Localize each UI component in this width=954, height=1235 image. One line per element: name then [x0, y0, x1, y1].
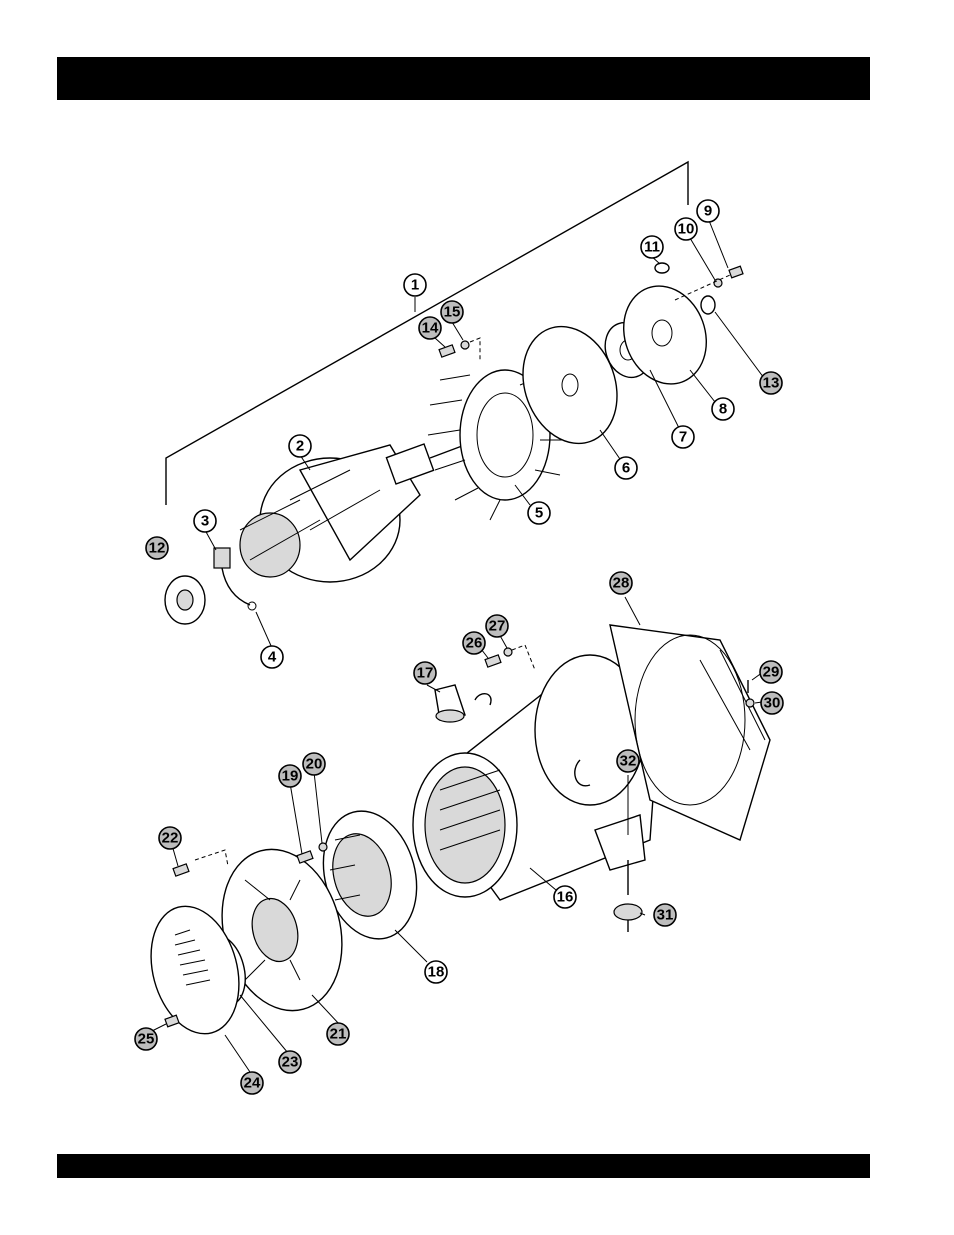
callout-23: 23 [279, 1051, 301, 1073]
callout-29: 29 [760, 661, 782, 683]
svg-text:18: 18 [428, 964, 445, 981]
svg-text:22: 22 [162, 830, 179, 847]
svg-text:31: 31 [657, 907, 674, 924]
svg-text:14: 14 [422, 320, 439, 337]
rotor-armature [240, 444, 462, 582]
svg-text:29: 29 [763, 664, 780, 681]
callout-3: 3 [194, 510, 216, 532]
callout-20: 20 [303, 753, 325, 775]
svg-text:26: 26 [466, 635, 483, 652]
svg-text:8: 8 [719, 401, 727, 418]
callout-31: 31 [654, 904, 676, 926]
bearing [165, 576, 205, 624]
svg-text:7: 7 [679, 429, 687, 446]
svg-text:5: 5 [535, 505, 543, 522]
callout-13: 13 [760, 372, 782, 394]
callout-17: 17 [414, 662, 436, 684]
callout-30: 30 [761, 692, 783, 714]
svg-text:13: 13 [763, 375, 780, 392]
callout-28: 28 [610, 572, 632, 594]
svg-text:11: 11 [644, 239, 660, 256]
svg-text:6: 6 [622, 460, 630, 477]
callout-5: 5 [528, 502, 550, 524]
svg-text:30: 30 [764, 695, 781, 712]
callout-15: 15 [441, 301, 463, 323]
svg-text:10: 10 [678, 221, 695, 238]
svg-text:2: 2 [296, 438, 304, 455]
callout-24: 24 [241, 1072, 263, 1094]
svg-text:17: 17 [417, 665, 434, 682]
svg-text:9: 9 [704, 203, 712, 220]
callout-7: 7 [672, 426, 694, 448]
svg-text:32: 32 [620, 753, 637, 770]
svg-text:3: 3 [201, 513, 209, 530]
callout-1: 1 [404, 274, 426, 296]
callout-25: 25 [135, 1028, 157, 1050]
callout-26: 26 [463, 632, 485, 654]
callout-2: 2 [289, 435, 311, 457]
svg-text:15: 15 [444, 304, 461, 321]
svg-text:28: 28 [613, 575, 630, 592]
svg-text:24: 24 [244, 1075, 261, 1092]
svg-text:4: 4 [268, 649, 277, 666]
callout-11: 11 [641, 236, 663, 258]
terminal-cap [435, 685, 491, 722]
callout-21: 21 [327, 1023, 349, 1045]
svg-text:21: 21 [330, 1026, 347, 1043]
callout-14: 14 [419, 317, 441, 339]
svg-text:23: 23 [282, 1054, 299, 1071]
callout-18: 18 [425, 961, 447, 983]
callout-6: 6 [615, 457, 637, 479]
callout-12: 12 [146, 537, 168, 559]
callout-4: 4 [261, 646, 283, 668]
callout-9: 9 [697, 200, 719, 222]
callout-32: 32 [617, 750, 639, 772]
callout-8: 8 [712, 398, 734, 420]
callout-22: 22 [159, 827, 181, 849]
svg-text:1: 1 [411, 277, 419, 294]
callout-16: 16 [554, 886, 576, 908]
svg-text:12: 12 [149, 540, 166, 557]
svg-text:19: 19 [282, 768, 299, 785]
svg-text:20: 20 [306, 756, 323, 773]
svg-text:16: 16 [557, 889, 574, 906]
svg-text:27: 27 [489, 618, 506, 635]
callout-19: 19 [279, 765, 301, 787]
callout-27: 27 [486, 615, 508, 637]
svg-text:25: 25 [138, 1031, 155, 1048]
callout-10: 10 [675, 218, 697, 240]
